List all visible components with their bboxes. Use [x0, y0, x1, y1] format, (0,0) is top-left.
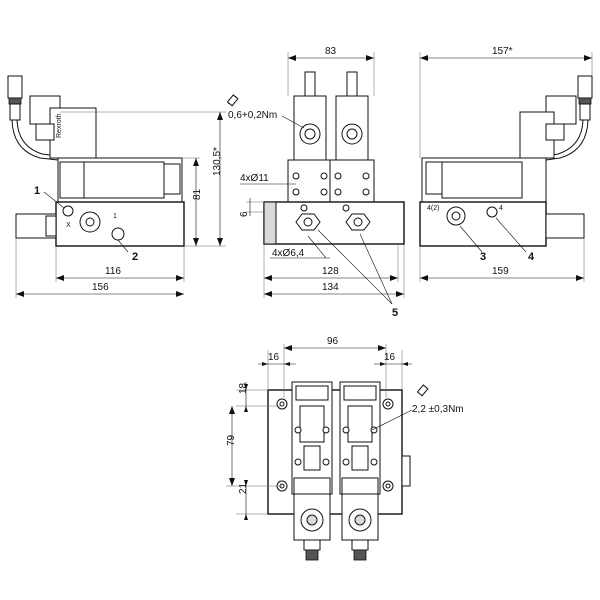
dim-v-bottom: 21 [238, 482, 249, 494]
port-1-circle [111, 227, 125, 241]
side-view: 0,6+0,2Nm 83 4xØ11 6 4xØ6,4 128 134 5 [226, 46, 405, 319]
port-label-x: X [66, 222, 71, 229]
port-label-1: 1 [113, 213, 117, 220]
dim-width-base: 116 [105, 266, 121, 277]
side-base [263, 201, 405, 245]
dim-thickness: 6 [239, 211, 250, 217]
dim-width-holes: 96 [327, 336, 339, 347]
dim-width-total: 156 [92, 282, 109, 293]
dim-width-top: 83 [325, 46, 337, 57]
callout-2: 2 [132, 251, 138, 263]
callout-3: 3 [480, 251, 486, 263]
dim-hole-small: 4xØ6,4 [272, 248, 305, 259]
callout-5: 5 [392, 307, 398, 319]
svg-text:4(2): 4(2) [427, 205, 439, 212]
top-view: 96 16 16 18 79 21 2,2 ±0,3Nm [226, 336, 464, 561]
seal-plate [263, 201, 277, 245]
dim-height-body: 81 [192, 188, 203, 200]
connector-left [304, 71, 316, 97]
brand-text: Rexroth [56, 113, 63, 138]
callout-1: 1 [34, 185, 40, 197]
dim-height-total: 130,5* [212, 147, 223, 176]
dim-v-top: 18 [238, 382, 249, 394]
dim-left-offset: 16 [268, 352, 280, 363]
connector-plug [7, 75, 23, 99]
port-x-circle [62, 205, 74, 217]
dim-right-offset: 16 [384, 352, 396, 363]
torque-small: 0,6+0,2Nm [228, 110, 277, 121]
connector-right [346, 71, 358, 97]
coil-housing [49, 107, 97, 159]
top-connector-left [305, 549, 319, 561]
dim-width-base: 128 [322, 266, 339, 277]
callout-4: 4 [528, 251, 535, 263]
connector-plug-rear [577, 75, 593, 99]
dim-width-total: 134 [322, 282, 339, 293]
svg-text:4: 4 [499, 205, 503, 212]
dim-hole-large: 4xØ11 [240, 173, 269, 184]
top-connector-right [353, 549, 367, 561]
top-base-plate [267, 389, 403, 515]
dim-width-top: 157* [492, 46, 513, 57]
dim-v-mid: 79 [226, 434, 237, 446]
dim-width-total: 159 [492, 266, 509, 277]
torque-large: 2,2 ±0,3Nm [412, 404, 464, 415]
front-view: Rexroth X 1 1 2 130,5* 81 [7, 75, 226, 298]
rear-view: 4(2) 4 3 4 157* 159 [419, 46, 593, 282]
